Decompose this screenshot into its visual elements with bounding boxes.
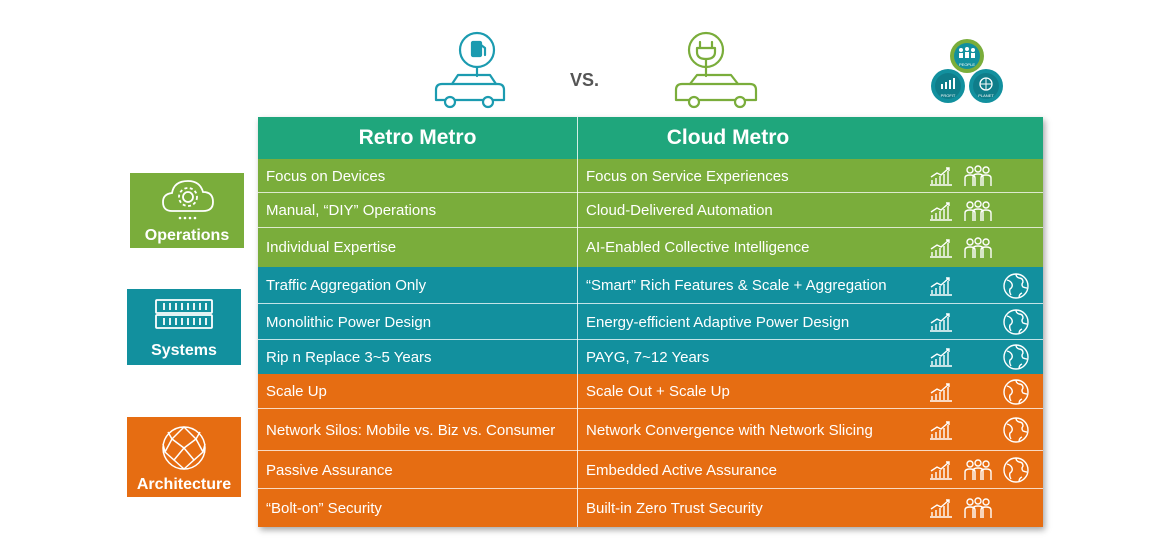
retro-metro-heading: Retro Metro: [358, 126, 477, 149]
logo-profit-text: PROFIT: [941, 93, 956, 98]
architecture-label: Architecture: [136, 476, 232, 493]
people-icon: [964, 459, 992, 480]
table-row: Individual Expertise AI-Enabled Collecti…: [258, 228, 1043, 267]
retro-cell: Manual, “DIY” Operations: [266, 202, 437, 219]
geodesic-sphere-icon: [162, 425, 206, 471]
table-header: Retro Metro Cloud Metro: [258, 117, 1043, 159]
table-row: Traffic Aggregation Only “Smart” Rich Fe…: [258, 267, 1043, 304]
systems-label: Systems: [151, 342, 217, 359]
table-row: Monolithic Power Design Energy-efficient…: [258, 304, 1043, 340]
profit-icon: [930, 276, 952, 296]
cloud-cell: PAYG, 7~12 Years: [586, 348, 710, 366]
table-row: Focus on Devices Focus on Service Experi…: [258, 159, 1043, 193]
people-profit-planet-logo: PEOPLE PROFIT PLANET: [931, 39, 1003, 103]
vs-label: VS.: [570, 70, 600, 90]
profit-icon: [930, 382, 952, 402]
retro-cell: Scale Up: [266, 383, 327, 400]
cloud-cell: AI-Enabled Collective Intelligence: [586, 239, 810, 256]
profit-icon: [930, 421, 952, 440]
table-row: “Bolt-on” Security Built-in Zero Trust S…: [258, 489, 1043, 527]
profit-icon: [930, 238, 952, 258]
people-icon: [964, 165, 992, 186]
cloud-cell: Network Convergence with Network Slicing: [586, 421, 873, 439]
profit-icon: [930, 348, 952, 367]
table-row: Manual, “DIY” Operations Cloud-Delivered…: [258, 193, 1043, 228]
table-row: Network Silos: Mobile vs. Biz vs. Consum…: [258, 409, 1043, 451]
cloud-metro-heading: Cloud Metro: [666, 126, 790, 149]
operations-label: Operations: [144, 227, 230, 244]
planet-icon: [1003, 344, 1029, 370]
retro-cell: Passive Assurance: [266, 461, 393, 479]
cloud-cell: Cloud-Delivered Automation: [586, 202, 773, 219]
retro-cell: Rip n Replace 3~5 Years: [266, 348, 432, 366]
systems-box: Systems: [127, 289, 241, 365]
cloud-cell: Focus on Service Experiences: [586, 167, 789, 185]
retro-cell: Traffic Aggregation Only: [266, 277, 427, 294]
people-icon: [964, 236, 992, 258]
table-row: Rip n Replace 3~5 Years PAYG, 7~12 Years: [258, 340, 1043, 374]
profit-icon: [930, 167, 952, 186]
profit-icon: [930, 313, 952, 332]
profit-icon: [930, 461, 952, 480]
cloud-cell: “Smart” Rich Features & Scale + Aggregat…: [586, 277, 887, 294]
table-row: Scale Up Scale Out + Scale Up: [258, 374, 1043, 409]
cloud-gear-icon: [162, 180, 214, 220]
cloud-cell: Energy-efficient Adaptive Power Design: [586, 313, 850, 331]
cloud-cell: Scale Out + Scale Up: [586, 383, 730, 400]
server-rack-icon: [155, 299, 213, 329]
comparison-table: Retro Metro Cloud Metro Focus on Devices…: [258, 117, 1043, 527]
table-row: Passive Assurance Embedded Active Assura…: [258, 451, 1043, 489]
retro-cell: Individual Expertise: [266, 239, 397, 256]
retro-cell: Monolithic Power Design: [266, 313, 432, 331]
electric-car-icon: [674, 31, 758, 109]
retro-cell: Network Silos: Mobile vs. Biz vs. Consum…: [266, 421, 556, 439]
logo-planet-text: PLANET: [978, 93, 994, 98]
cloud-cell: Built-in Zero Trust Security: [586, 499, 763, 517]
retro-cell: “Bolt-on” Security: [266, 499, 382, 517]
profit-icon: [930, 201, 952, 221]
planet-icon: [1003, 417, 1029, 443]
profit-icon: [930, 499, 952, 518]
fuel-car-icon: [434, 31, 506, 109]
planet-icon: [1003, 272, 1029, 299]
people-icon: [964, 497, 992, 518]
planet-icon: [1003, 457, 1029, 483]
architecture-box: Architecture: [127, 417, 241, 497]
people-icon: [964, 199, 992, 221]
retro-cell: Focus on Devices: [266, 167, 386, 185]
planet-icon: [1003, 309, 1029, 335]
logo-people-text: PEOPLE: [959, 62, 975, 67]
cloud-cell: Embedded Active Assurance: [586, 461, 777, 479]
planet-icon: [1003, 378, 1029, 405]
operations-box: Operations: [130, 173, 244, 248]
